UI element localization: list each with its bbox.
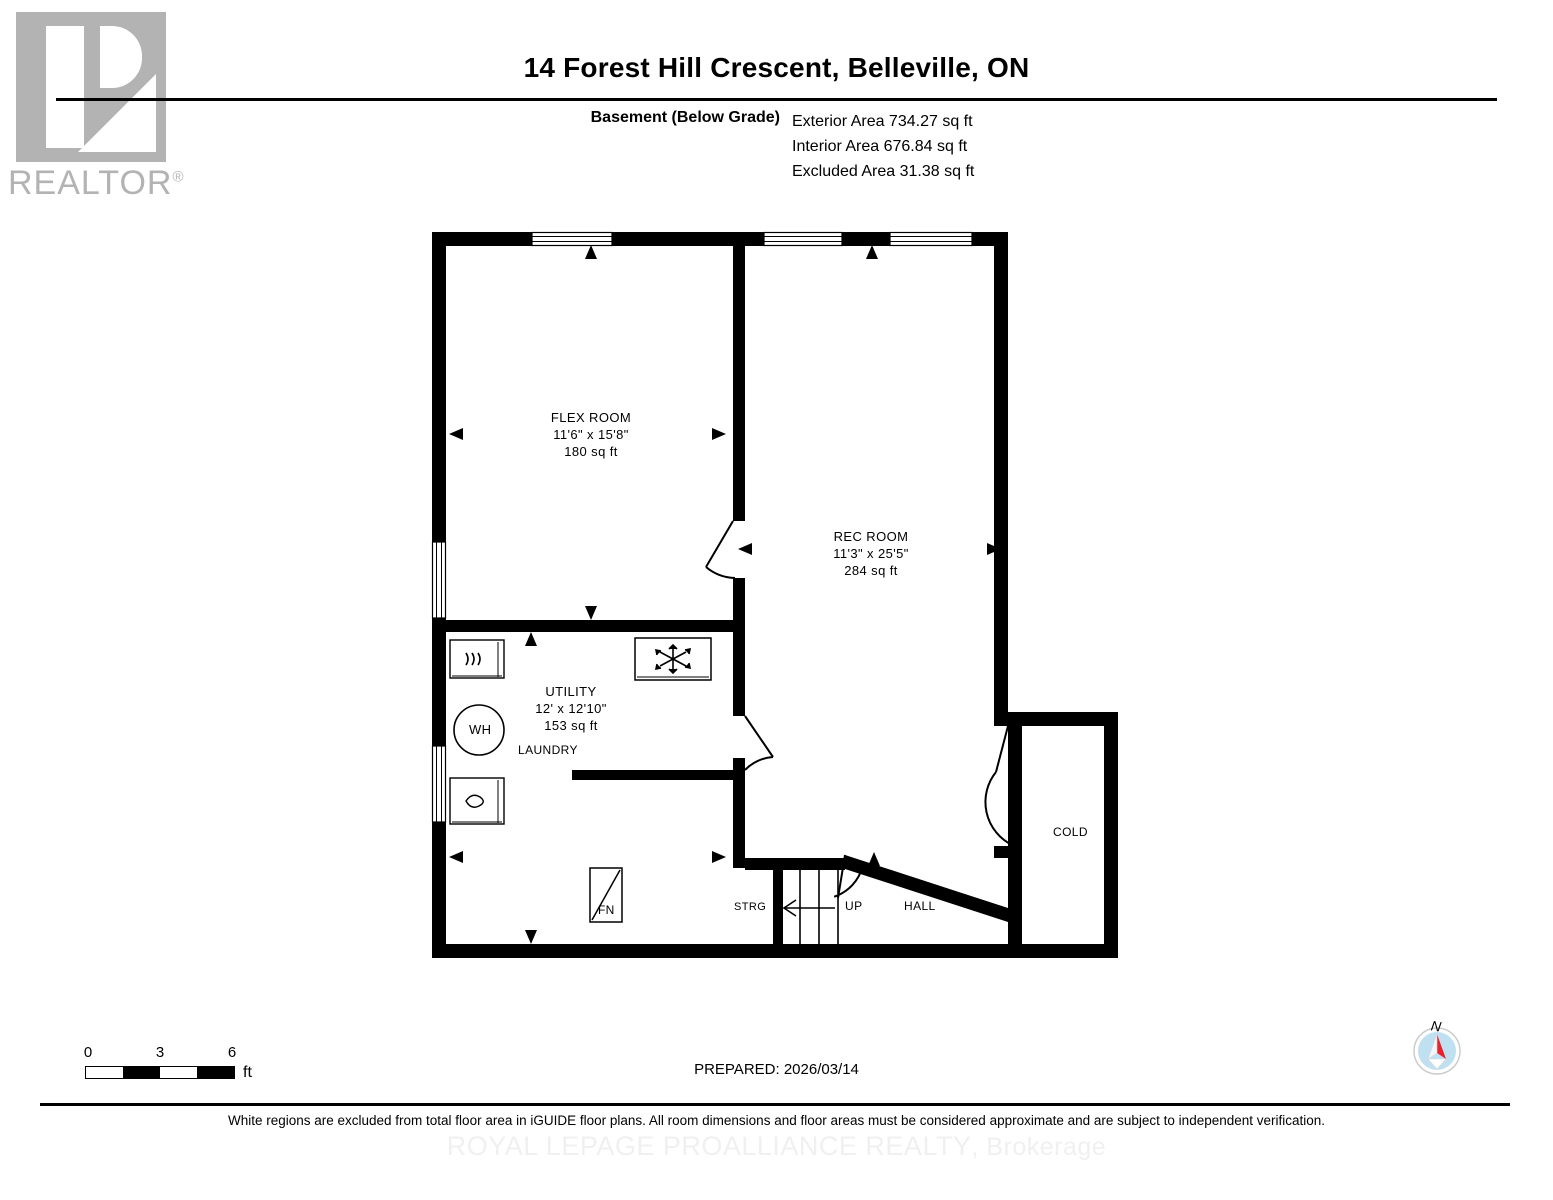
interior-area-text: Interior Area 676.84 sq ft xyxy=(792,138,968,155)
stairs xyxy=(782,870,839,956)
fixtures xyxy=(449,637,712,923)
prepared-date: PREPARED: 2026/03/14 xyxy=(694,1061,859,1078)
scale-bar: 0 3 6 ft xyxy=(83,1044,252,1081)
washer-droplet-icon xyxy=(449,777,505,825)
area-summary-list: Exterior Area 734.27 sq ft Interior Area… xyxy=(792,109,974,184)
rec-room-name: REC ROOM xyxy=(833,529,909,544)
label-strg: STRG xyxy=(734,901,767,913)
label-water-heater: WH xyxy=(469,722,492,737)
footer-divider xyxy=(40,1103,1510,1106)
exterior-walls xyxy=(432,232,1118,958)
floor-level-label: Basement (Below Grade) xyxy=(590,109,780,126)
utility-area: 153 sq ft xyxy=(544,718,598,733)
realtor-logo: REALTOR® xyxy=(8,12,184,207)
scale-unit-label: ft xyxy=(243,1064,252,1081)
excluded-area-text: Excluded Area 31.38 sq ft xyxy=(792,163,975,180)
utility-name: UTILITY xyxy=(545,684,597,699)
label-hall: HALL xyxy=(904,899,936,913)
logo-shape-gap xyxy=(84,26,101,148)
room-label-rec-room: REC ROOM 11'3" x 25'5" 284 sq ft xyxy=(801,528,941,579)
watermark-sub-text: , Brokerage xyxy=(971,1133,1107,1161)
scale-tick-0: 0 xyxy=(83,1044,93,1061)
logo-shape-stem xyxy=(46,26,84,148)
dimension-markers xyxy=(449,245,1001,944)
utility-dimensions: 12' x 12'10" xyxy=(535,701,607,716)
label-furnace: FN xyxy=(598,903,615,917)
watermark-main-text: ROYAL LEPAGE PROALLIANCE REALTY xyxy=(446,1131,972,1161)
exterior-area-text: Exterior Area 734.27 sq ft xyxy=(792,113,973,130)
rec-room-area: 284 sq ft xyxy=(844,563,898,578)
scale-segment-4 xyxy=(197,1067,234,1078)
brokerage-watermark: ROYAL LEPAGE PROALLIANCE REALTY, Brokera… xyxy=(0,1131,1553,1162)
scale-tick-6: 6 xyxy=(227,1044,237,1061)
rec-room-dimensions: 11'3" x 25'5" xyxy=(833,546,909,561)
ac-snowflake-icon xyxy=(634,637,712,681)
realtor-word-text: REALTOR xyxy=(8,164,173,202)
page-title: 14 Forest Hill Crescent, Belleville, ON xyxy=(523,52,1030,83)
scale-segment-2 xyxy=(123,1067,160,1078)
flex-room-area: 180 sq ft xyxy=(564,444,618,459)
disclaimer-text: White regions are excluded from total fl… xyxy=(227,1113,1326,1128)
room-label-utility: UTILITY 12' x 12'10" 153 sq ft xyxy=(501,683,641,734)
compass-icon xyxy=(1413,1027,1461,1075)
dryer-waves-icon xyxy=(449,639,505,679)
title-divider xyxy=(56,98,1497,101)
scale-track xyxy=(85,1066,235,1079)
label-laundry: LAUNDRY xyxy=(518,743,578,757)
interior-walls xyxy=(432,232,1022,956)
flex-room-dimensions: 11'6" x 15'8" xyxy=(553,427,629,442)
realtor-r-mark-icon xyxy=(16,12,166,162)
compass-rose: N xyxy=(1405,1017,1475,1098)
scale-tick-3: 3 xyxy=(155,1044,165,1061)
registered-trademark-icon: ® xyxy=(172,168,185,186)
flex-room-name: FLEX ROOM xyxy=(550,410,632,425)
floor-fill xyxy=(432,232,1118,958)
realtor-wordmark: REALTOR® xyxy=(8,164,198,203)
scale-tick-labels: 0 3 6 xyxy=(83,1044,245,1064)
room-label-flex-room: FLEX ROOM 11'6" x 15'8" 180 sq ft xyxy=(521,409,661,460)
label-cold: COLD xyxy=(1053,825,1088,839)
label-up: UP xyxy=(845,899,863,913)
